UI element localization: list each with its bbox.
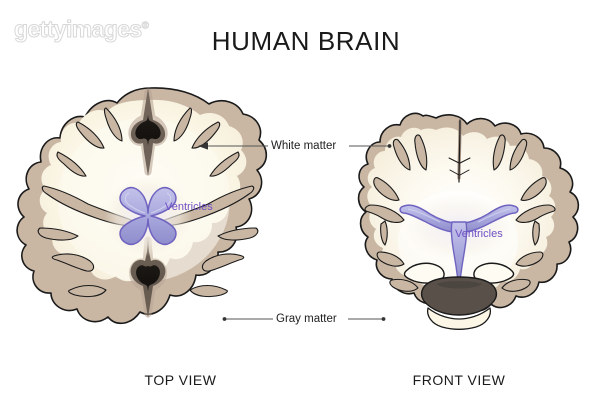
page-title: HUMAN BRAIN	[211, 26, 401, 56]
watermark-text: gettyimages	[14, 16, 143, 43]
front-view-brainstem	[420, 276, 498, 316]
top-view-brain	[16, 87, 268, 325]
label-ventricles-top-view: Ventricles	[165, 201, 213, 213]
front-view-brain	[357, 112, 580, 330]
watermark-registered-mark: ®	[141, 20, 149, 32]
getty-watermark: gettyimages®	[14, 16, 150, 43]
front-view-inferior-band	[426, 307, 492, 330]
front-view-ventricles	[399, 204, 519, 286]
front-view-sulci-right	[492, 134, 556, 292]
white-matter-arrowhead	[198, 142, 208, 150]
label-gray-matter: Gray matter	[276, 313, 337, 325]
front-view-brainstem-shadow	[436, 281, 482, 289]
label-white-matter: White matter	[271, 140, 337, 152]
top-view-posterior-fissure	[130, 236, 166, 318]
label-ventricles-front-view: Ventricles	[455, 228, 503, 240]
callout-leaders	[198, 142, 392, 321]
front-view-midline-branches	[448, 157, 471, 176]
caption-front-view: FRONT VIEW	[412, 372, 506, 388]
front-view-sulci-left	[364, 134, 428, 292]
top-view-anterior-fissure	[130, 88, 166, 176]
top-view-sulci-left	[37, 107, 140, 298]
top-view-anterior-fissure-halo	[128, 88, 168, 176]
top-view-ventricles	[119, 186, 177, 246]
caption-top-view: TOP VIEW	[144, 372, 217, 388]
white-matter-endpoint-dot	[387, 144, 392, 148]
gray-matter-endpoint-dot-right	[381, 317, 386, 321]
front-view-midline-cleft	[458, 119, 461, 183]
gray-matter-endpoint-dot-left	[222, 317, 227, 321]
